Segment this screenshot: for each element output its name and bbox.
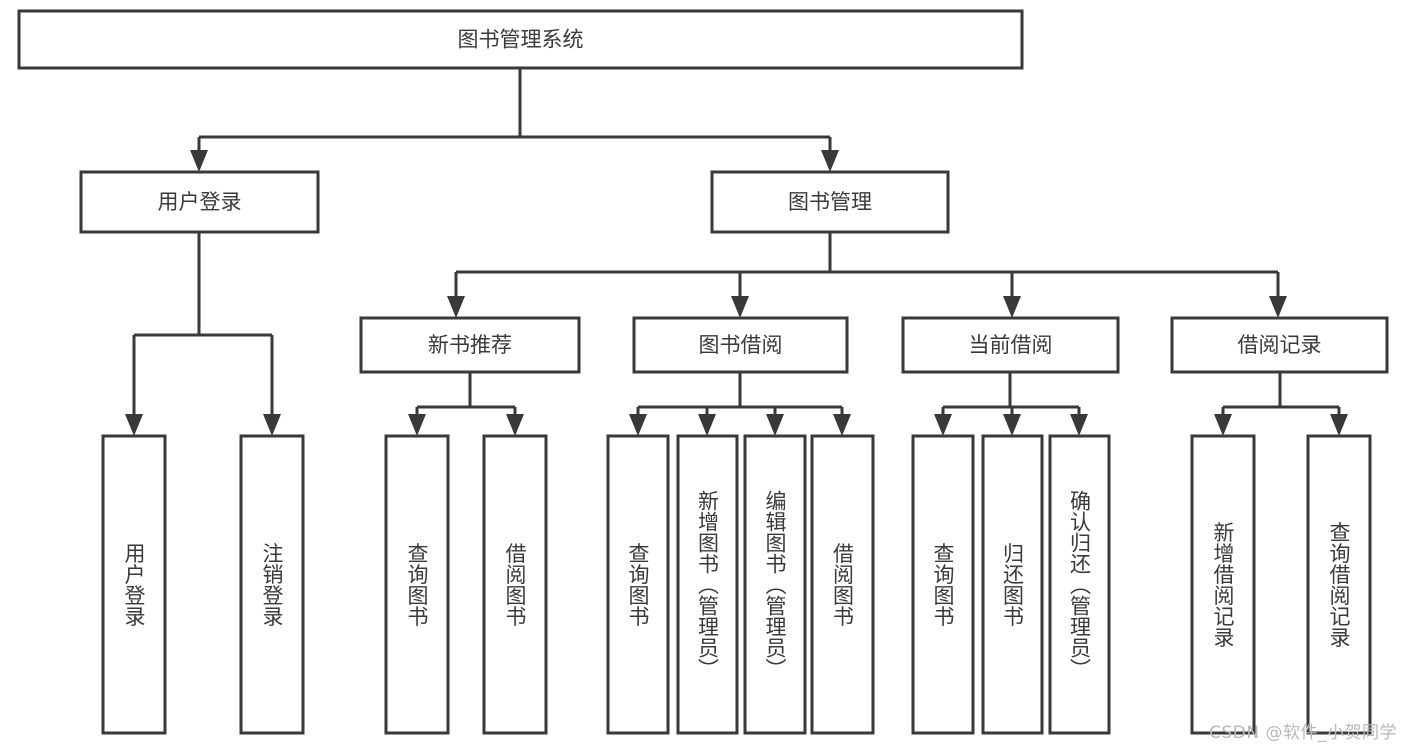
connector-arrowhead	[506, 414, 524, 436]
branch-box[interactable]	[359, 316, 581, 374]
leaf-label: 确认归还（管理员）	[1068, 490, 1092, 679]
leaf-node[interactable]: 编辑图书（管理员）	[743, 434, 807, 735]
branch-node[interactable]: 新书推荐	[359, 316, 581, 374]
connector-arrowhead	[934, 414, 952, 436]
branch-label: 用户登录	[158, 190, 242, 214]
branch-node[interactable]: 图书借阅	[632, 316, 849, 374]
connector-arrowhead	[629, 414, 647, 436]
leaf-label: 查询图书	[405, 543, 429, 627]
branch-label: 新书推荐	[428, 333, 512, 357]
leaf-box[interactable]	[1190, 434, 1256, 735]
leaf-box[interactable]	[1048, 434, 1111, 735]
branch-node[interactable]: 用户登录	[79, 170, 320, 234]
branch-label: 图书借阅	[699, 333, 783, 357]
connector-arrowhead	[1330, 414, 1348, 436]
leaf-node[interactable]: 查询图书	[606, 434, 670, 735]
leaf-node[interactable]: 用户登录	[101, 434, 167, 735]
leaf-node[interactable]: 确认归还（管理员）	[1048, 434, 1111, 735]
root-box[interactable]	[17, 9, 1024, 70]
leaf-box[interactable]	[384, 434, 450, 735]
connector-arrowhead	[1003, 296, 1021, 318]
leaf-node[interactable]: 新增借阅记录	[1190, 434, 1256, 735]
leaf-box[interactable]	[911, 434, 975, 735]
leaf-box[interactable]	[606, 434, 670, 735]
connector-arrowhead	[1070, 414, 1088, 436]
connector-arrowhead	[408, 414, 426, 436]
connector-arrowhead	[833, 414, 851, 436]
leaf-box[interactable]	[676, 434, 739, 735]
branch-label: 借阅记录	[1238, 333, 1322, 357]
connector-group	[190, 68, 839, 172]
leaf-node[interactable]: 新增图书（管理员）	[676, 434, 739, 735]
branch-box[interactable]	[710, 170, 950, 234]
connector-group	[408, 372, 524, 436]
connector-arrowhead	[1003, 414, 1021, 436]
connector-arrowhead	[1214, 414, 1232, 436]
leaf-label: 新增图书（管理员）	[696, 490, 720, 679]
leaf-label: 编辑图书（管理员）	[763, 490, 787, 679]
leaf-label: 查询借阅记录	[1327, 522, 1351, 648]
leaf-node[interactable]: 归还图书	[981, 434, 1044, 735]
leaf-box[interactable]	[1306, 434, 1372, 735]
leaf-label: 借阅图书	[503, 543, 527, 627]
connector-arrowhead	[731, 296, 749, 318]
branch-box[interactable]	[632, 316, 849, 374]
connector-arrowhead	[821, 150, 839, 172]
connector-arrowhead	[263, 414, 281, 436]
branch-box[interactable]	[901, 316, 1120, 374]
leaf-node[interactable]: 借阅图书	[810, 434, 875, 735]
leaf-box[interactable]	[810, 434, 875, 735]
leaf-label: 注销登录	[260, 543, 284, 627]
leaf-box[interactable]	[981, 434, 1044, 735]
connector-group	[1214, 372, 1348, 436]
leaf-label: 借阅图书	[831, 543, 855, 627]
connector-group	[447, 232, 1287, 318]
connector-arrowhead	[1269, 296, 1287, 318]
connector-group	[629, 372, 851, 436]
leaf-box[interactable]	[239, 434, 305, 735]
branch-node[interactable]: 当前借阅	[901, 316, 1120, 374]
leaf-label: 用户登录	[122, 543, 146, 627]
connector-arrowhead	[766, 414, 784, 436]
connector-arrowhead	[698, 414, 716, 436]
connector-arrowhead	[447, 296, 465, 318]
leaf-node[interactable]: 借阅图书	[482, 434, 548, 735]
leaf-label: 新增借阅记录	[1211, 522, 1235, 648]
branch-node[interactable]: 借阅记录	[1170, 316, 1389, 374]
connector-group	[125, 232, 281, 436]
root-node[interactable]: 图书管理系统	[17, 9, 1024, 70]
root-label: 图书管理系统	[458, 28, 584, 52]
connectors-layer	[125, 68, 1348, 436]
branch-label: 当前借阅	[969, 333, 1053, 357]
leaf-label: 查询图书	[931, 543, 955, 627]
leaf-node[interactable]: 查询图书	[384, 434, 450, 735]
branch-node[interactable]: 图书管理	[710, 170, 950, 234]
leaf-node[interactable]: 查询借阅记录	[1306, 434, 1372, 735]
connector-arrowhead	[125, 414, 143, 436]
leaf-box[interactable]	[101, 434, 167, 735]
branch-box[interactable]	[79, 170, 320, 234]
leaf-node[interactable]: 查询图书	[911, 434, 975, 735]
branch-box[interactable]	[1170, 316, 1389, 374]
leaf-box[interactable]	[482, 434, 548, 735]
leaf-label: 查询图书	[626, 543, 650, 627]
branch-label: 图书管理	[788, 190, 872, 214]
connector-arrowhead	[190, 150, 208, 172]
nodes-layer: 图书管理系统用户登录图书管理新书推荐图书借阅当前借阅借阅记录用户登录注销登录查询…	[17, 9, 1389, 735]
leaf-node[interactable]: 注销登录	[239, 434, 305, 735]
leaf-box[interactable]	[743, 434, 807, 735]
leaf-label: 归还图书	[1001, 543, 1025, 627]
connector-group	[934, 372, 1088, 436]
